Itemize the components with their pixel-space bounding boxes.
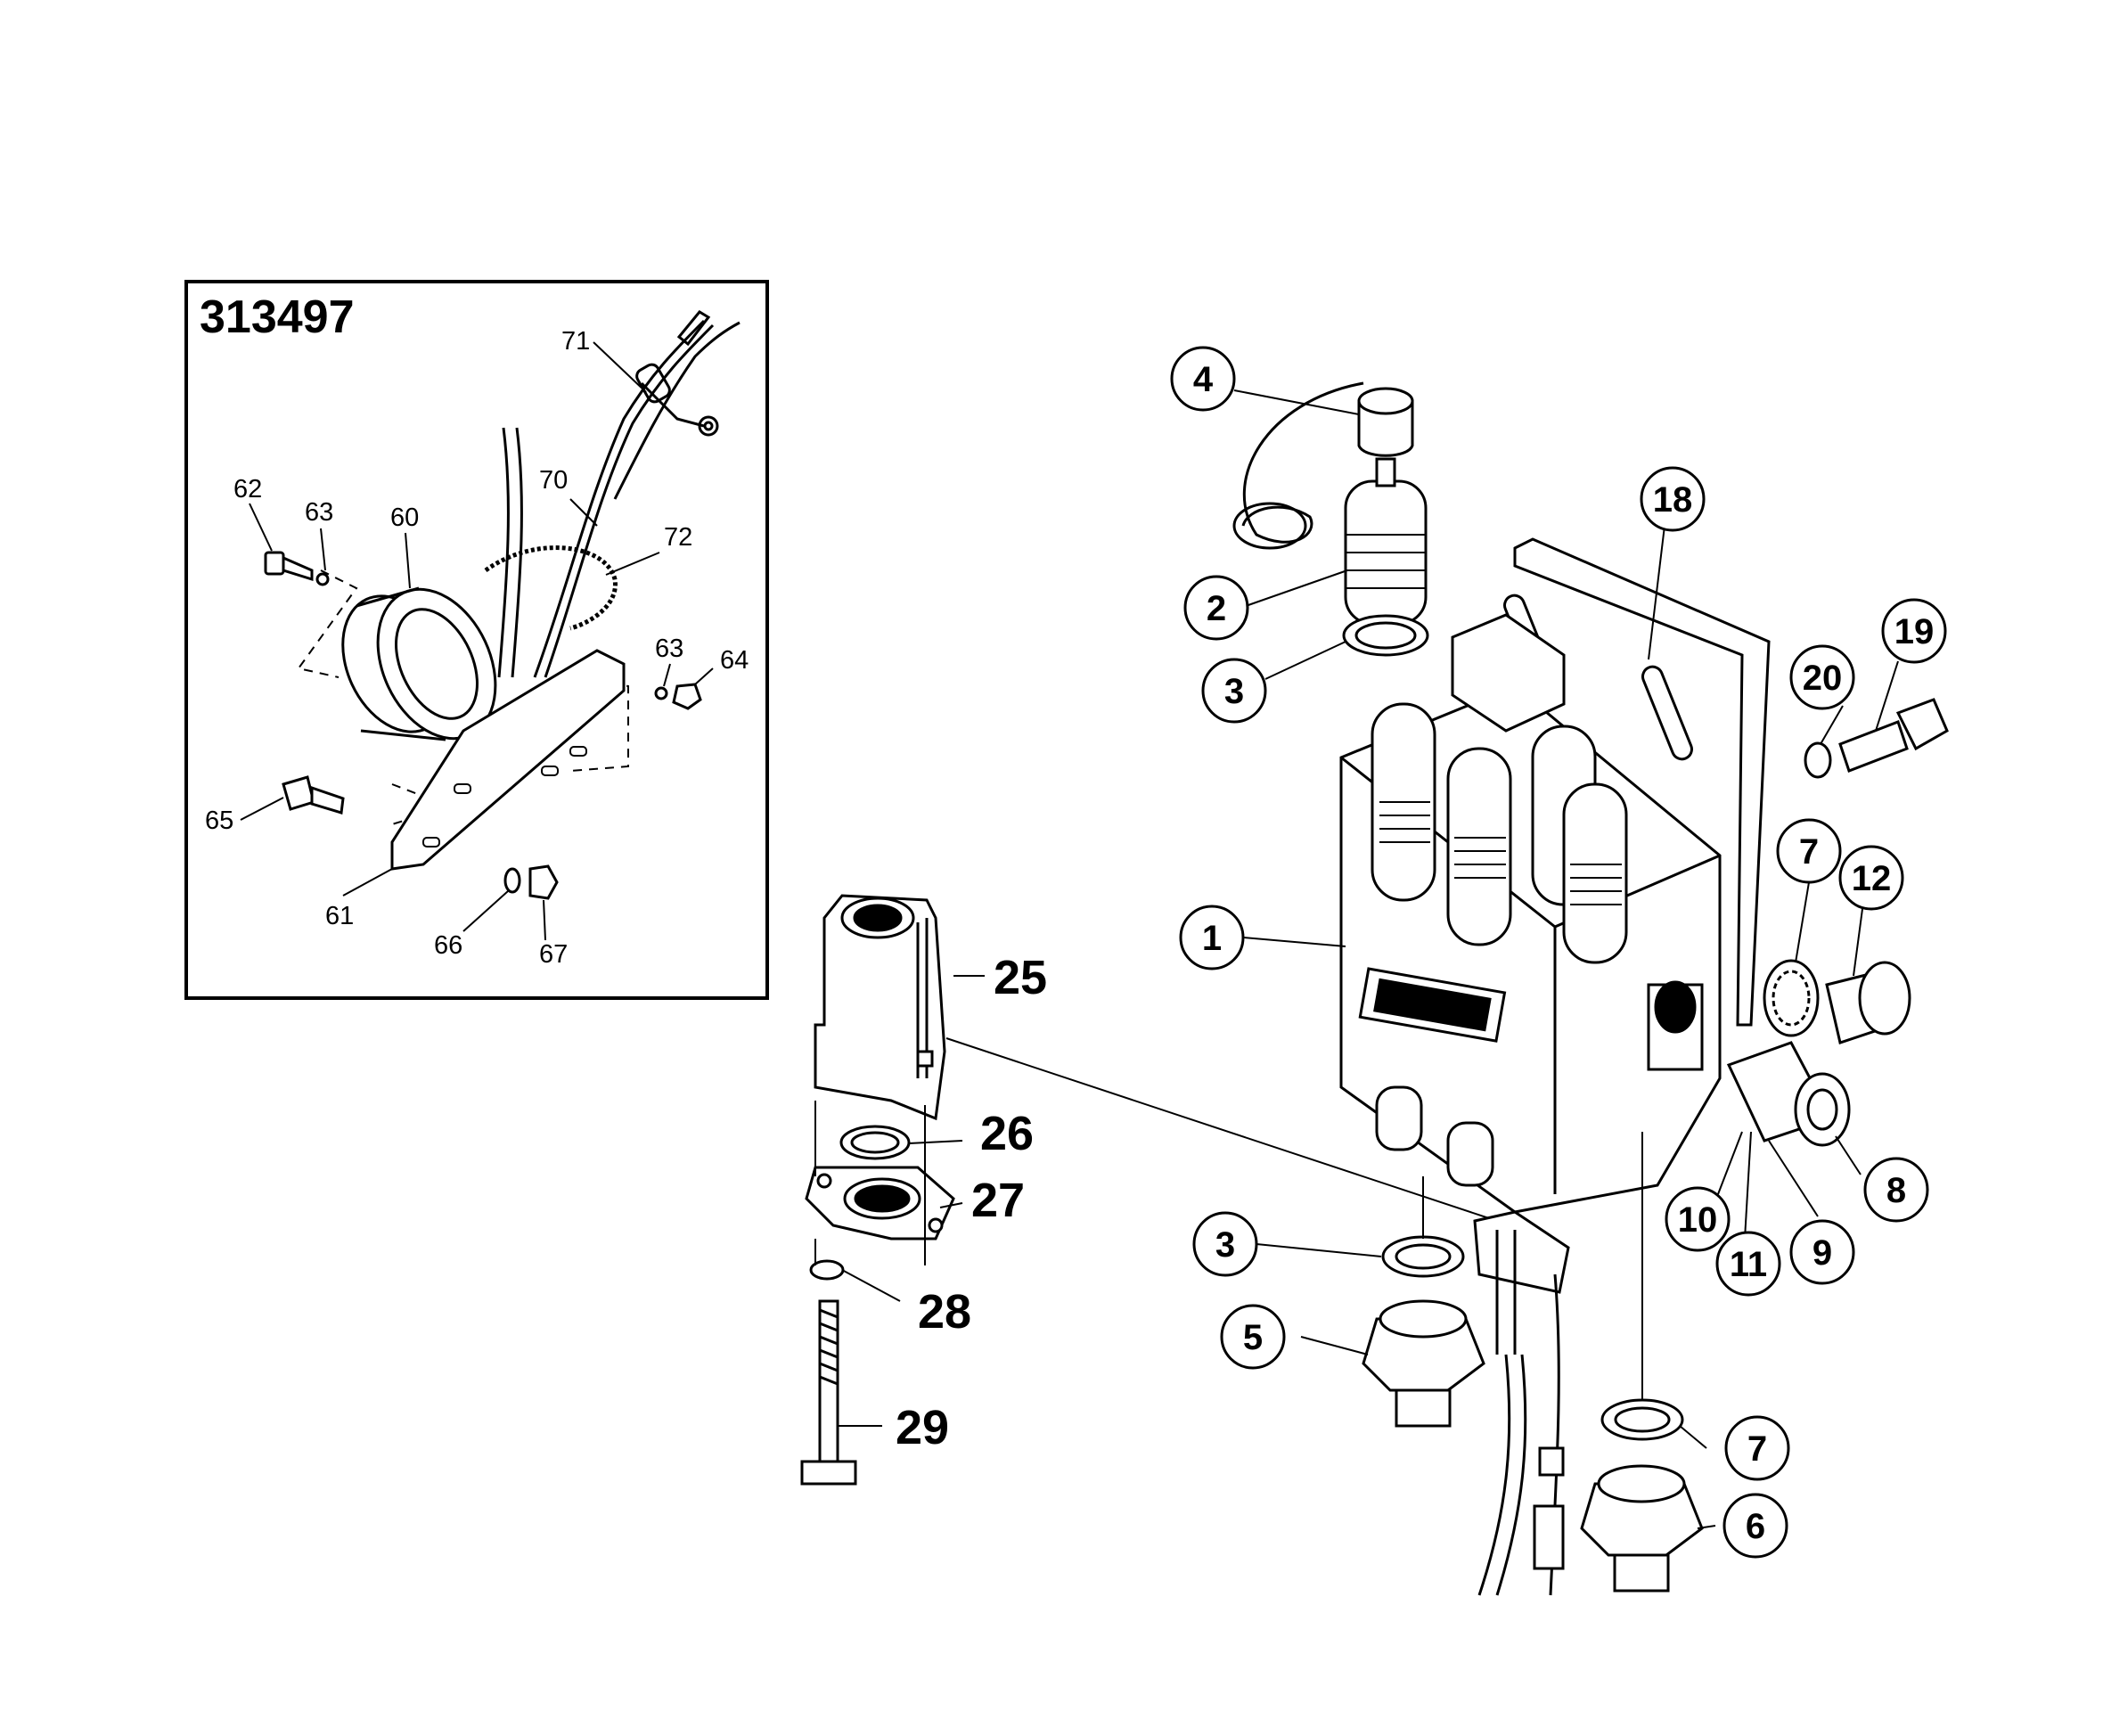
valve-assembly	[1232, 381, 1949, 1596]
mounting-bracket	[390, 649, 626, 871]
label-26: 26	[980, 1107, 1034, 1160]
callout-8: 8	[1886, 1171, 1906, 1210]
callout-10: 10	[1678, 1200, 1718, 1240]
nut-67	[528, 864, 559, 900]
label-61: 61	[325, 902, 354, 930]
label-63-right: 63	[655, 635, 683, 663]
label-63: 63	[305, 498, 333, 527]
callout-5: 5	[1243, 1318, 1263, 1357]
inset-panel: 313497	[184, 280, 769, 1000]
bolt-65	[282, 775, 345, 815]
label-25: 25	[994, 951, 1047, 1004]
label-28: 28	[918, 1285, 971, 1339]
callout-4: 4	[1193, 360, 1214, 399]
label-29: 29	[896, 1401, 949, 1454]
label-70: 70	[539, 466, 568, 495]
callout-11: 11	[1730, 1245, 1767, 1284]
label-71: 71	[561, 327, 590, 356]
callout-18: 18	[1653, 480, 1693, 520]
callout-3-top: 3	[1224, 672, 1244, 711]
washer-66	[503, 867, 521, 894]
label-65: 65	[205, 807, 233, 835]
callout-1: 1	[1202, 919, 1222, 958]
inset-title: 313497	[200, 291, 355, 343]
label-67: 67	[539, 940, 568, 969]
label-64: 64	[720, 646, 749, 675]
callout-7-bottom: 7	[1747, 1429, 1767, 1469]
inset-frame	[184, 280, 769, 1000]
label-62: 62	[233, 475, 262, 504]
callout-6: 6	[1746, 1507, 1765, 1546]
label-60: 60	[390, 504, 419, 532]
label-27: 27	[971, 1174, 1025, 1227]
callout-3-bottom: 3	[1215, 1225, 1235, 1265]
callout-12: 12	[1852, 859, 1892, 898]
callout-7-right: 7	[1799, 832, 1819, 872]
bolt-62	[264, 551, 330, 586]
callout-19: 19	[1894, 612, 1935, 651]
label-66: 66	[434, 931, 462, 960]
callout-circles	[1170, 346, 1947, 1559]
callout-9: 9	[1813, 1233, 1832, 1273]
mounting-assembly	[800, 894, 955, 1486]
nut-64	[654, 683, 702, 710]
callout-2: 2	[1207, 589, 1226, 628]
label-72: 72	[664, 523, 692, 552]
callout-20: 20	[1803, 659, 1843, 698]
gauge-housing	[341, 586, 497, 741]
